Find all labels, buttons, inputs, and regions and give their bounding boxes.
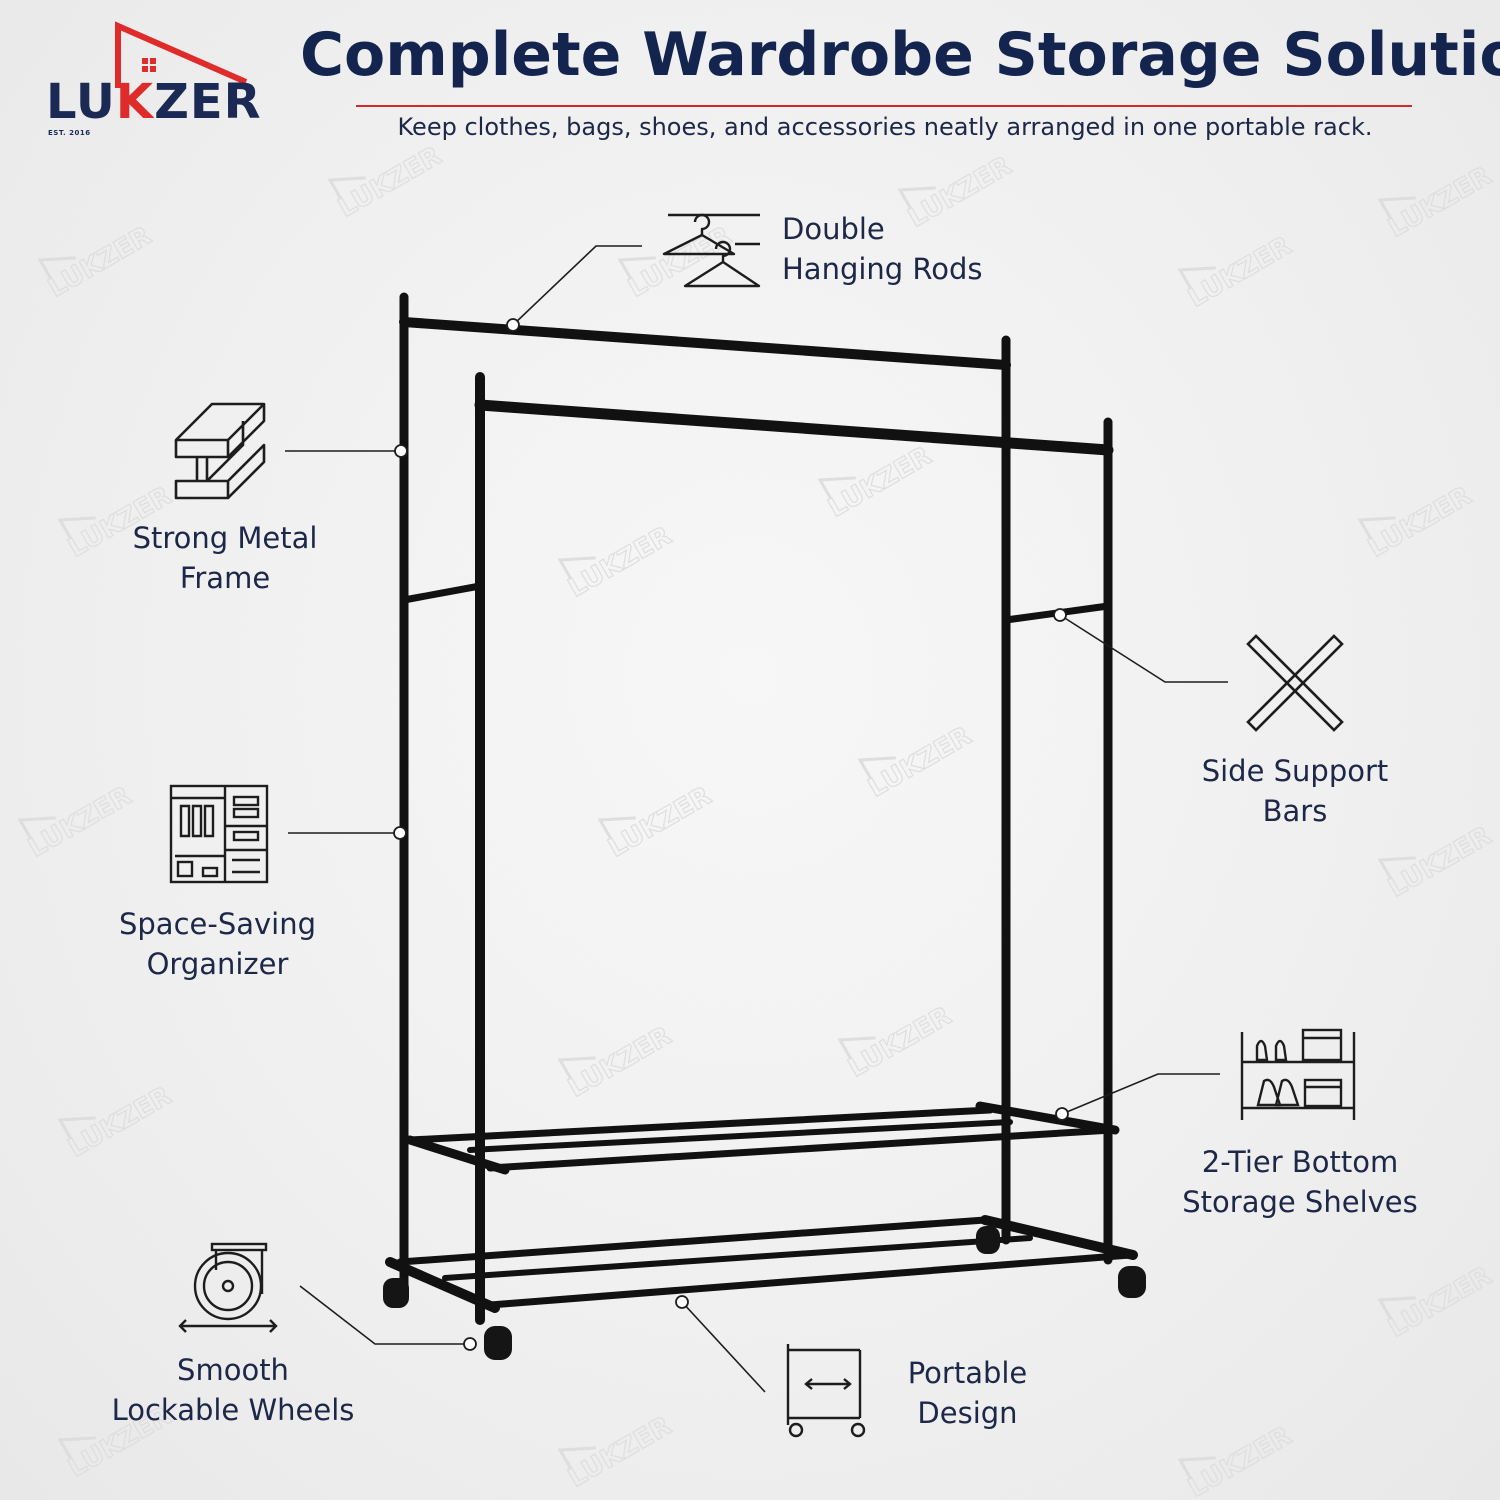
feature-label-line1: 2-Tier Bottom bbox=[1201, 1145, 1399, 1179]
feature-label-line2: Organizer bbox=[146, 947, 289, 981]
feature-label-line1: Portable bbox=[907, 1356, 1028, 1390]
feature-label-line2: Frame bbox=[179, 561, 271, 595]
cart-icon bbox=[786, 1344, 866, 1438]
feature-double-hanging-rods: Double Hanging Rods bbox=[782, 209, 983, 289]
page-title: Complete Wardrobe Storage Solution bbox=[300, 20, 1500, 90]
feature-side-support-bars: Side Support Bars bbox=[1170, 751, 1420, 831]
clothes-rack bbox=[385, 292, 1138, 1325]
i-beam-icon bbox=[174, 402, 266, 500]
feature-label-line2: Storage Shelves bbox=[1182, 1185, 1418, 1219]
shoe-shelf-icon bbox=[1240, 1028, 1356, 1120]
brand-est: EST. 2016 bbox=[48, 129, 91, 137]
leader-dots bbox=[393, 318, 1069, 1351]
brand-name: LUKZER bbox=[46, 74, 262, 130]
rack-wheels bbox=[383, 1226, 1146, 1360]
feature-lockable-wheels: Smooth Lockable Wheels bbox=[92, 1350, 374, 1430]
feature-label-line2: Hanging Rods bbox=[782, 252, 983, 286]
hanger-icon bbox=[662, 213, 761, 288]
feature-label-line2: Design bbox=[917, 1396, 1018, 1430]
leader-lines bbox=[285, 245, 1228, 1393]
feature-label-line2: Bars bbox=[1262, 794, 1328, 828]
brand-logo bbox=[115, 21, 248, 88]
feature-portable-design: Portable Design bbox=[880, 1353, 1055, 1433]
feature-label-line1: Side Support bbox=[1201, 754, 1389, 788]
caster-wheel-icon bbox=[178, 1242, 278, 1333]
feature-bottom-storage-shelves: 2-Tier Bottom Storage Shelves bbox=[1160, 1142, 1440, 1222]
feature-strong-metal-frame: Strong Metal Frame bbox=[100, 518, 350, 598]
feature-space-saving-organizer: Space-Saving Organizer bbox=[90, 904, 345, 984]
wardrobe-icon bbox=[169, 784, 269, 884]
page-subtitle: Keep clothes, bags, shoes, and accessori… bbox=[397, 113, 1373, 141]
feature-label-line1: Smooth bbox=[177, 1353, 289, 1387]
feature-label-line1: Strong Metal bbox=[132, 521, 318, 555]
feature-label-line1: Space-Saving bbox=[118, 907, 317, 941]
crossed-bars-icon bbox=[1246, 634, 1344, 732]
feature-label-line1: Double bbox=[782, 212, 885, 246]
house-roof-icon bbox=[115, 21, 248, 88]
feature-label-line2: Lockable Wheels bbox=[111, 1393, 355, 1427]
title-divider bbox=[356, 105, 1412, 107]
